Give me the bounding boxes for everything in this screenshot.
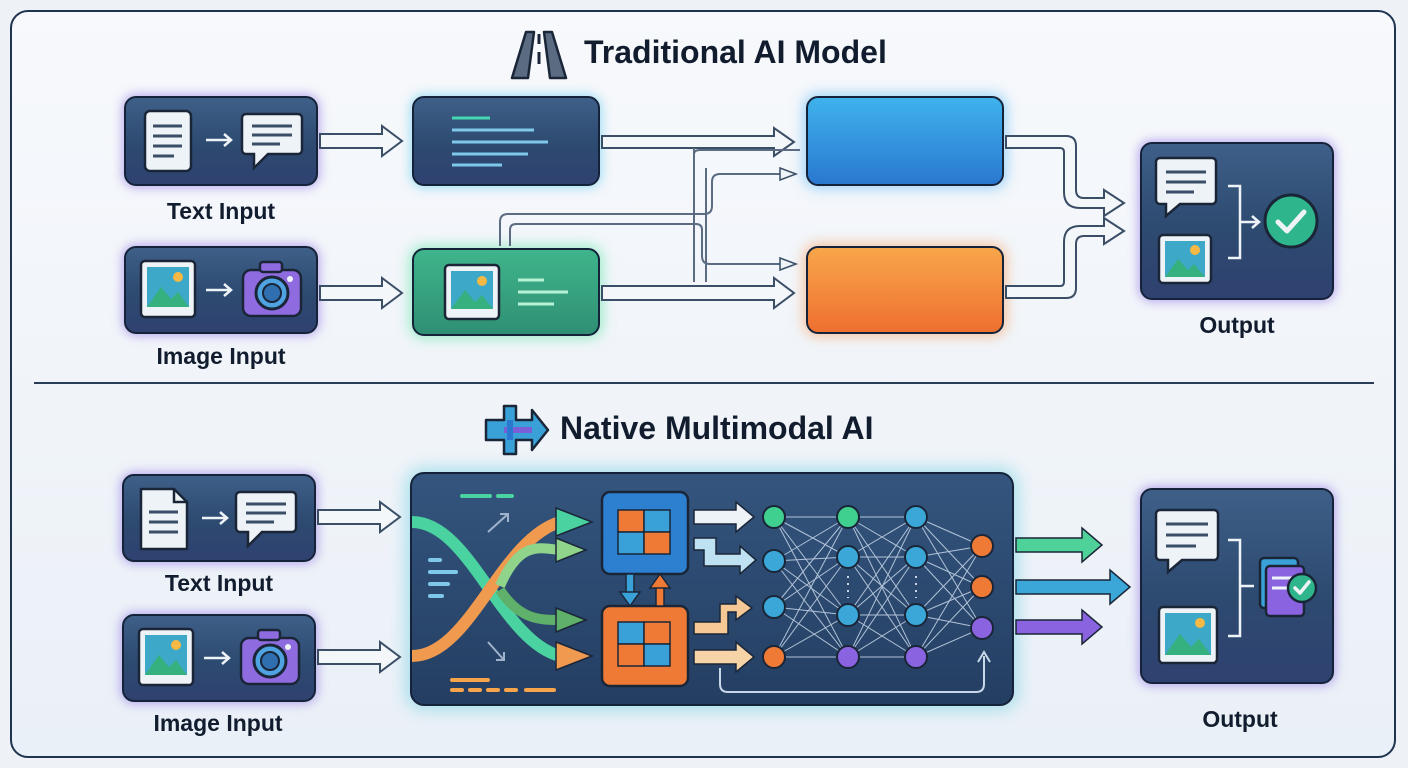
network-edge <box>915 586 983 658</box>
camera-icon <box>239 628 301 686</box>
network-edge <box>773 606 849 616</box>
arrow-right-icon <box>204 651 231 665</box>
native-output-label: Output <box>1202 706 1278 732</box>
network-node <box>836 603 860 627</box>
network-edge <box>773 516 849 658</box>
network-edge <box>773 560 849 658</box>
network-edge <box>773 516 849 562</box>
network-edge <box>773 516 849 558</box>
puzzle-icon <box>617 509 671 667</box>
traditional-output-label: Output <box>1199 312 1275 338</box>
network-edge <box>773 606 849 658</box>
network-node <box>762 505 786 529</box>
network-node <box>904 545 928 569</box>
traditional-title: Traditional AI Model <box>584 34 887 70</box>
image-icon <box>443 263 501 321</box>
network-edge <box>915 627 983 658</box>
network-edge <box>773 516 849 616</box>
image-input-label: Image Input <box>156 343 286 369</box>
arrow-right-icon <box>206 133 233 147</box>
text-lines-icon <box>518 278 568 306</box>
merge-arrow-icon <box>484 404 550 456</box>
chat-bubble-icon <box>1154 508 1220 575</box>
network-node <box>762 595 786 619</box>
check-circle-icon <box>1263 193 1319 249</box>
chat-bubble-icon <box>1154 156 1218 219</box>
arrow-right-icon <box>206 283 233 297</box>
network-edge <box>915 545 983 616</box>
road-icon <box>510 30 568 80</box>
network-node <box>904 505 928 529</box>
network-node <box>904 603 928 627</box>
bracket-connector-icon <box>1228 538 1254 638</box>
section-divider <box>34 382 1374 384</box>
image-icon <box>1157 605 1219 665</box>
network-node <box>904 645 928 669</box>
document-icon <box>139 487 189 551</box>
image-model-module <box>806 246 1004 334</box>
document-check-icon <box>1258 556 1318 618</box>
image-icon <box>1157 233 1213 285</box>
arrow-right-icon <box>202 511 229 525</box>
chat-bubble-icon <box>234 490 298 550</box>
network-node <box>836 545 860 569</box>
camera-icon <box>241 260 303 318</box>
network-edge <box>773 556 849 562</box>
bracket-connector-icon <box>1228 184 1261 260</box>
network-edge <box>773 556 849 608</box>
image-icon <box>137 627 195 687</box>
network-edge <box>773 556 849 658</box>
network-edge <box>915 516 983 547</box>
network-edge <box>773 614 849 658</box>
network-node <box>836 645 860 669</box>
network-edge <box>847 614 917 658</box>
network-node <box>762 549 786 573</box>
chat-bubble-icon <box>240 112 304 172</box>
network-edge <box>847 516 917 558</box>
network-node <box>762 645 786 669</box>
network-edge <box>773 516 849 608</box>
image-icon <box>139 259 197 319</box>
network-node <box>836 505 860 529</box>
native-text-input-label: Text Input <box>164 570 274 596</box>
network-node <box>970 534 994 558</box>
text-input-label: Text Input <box>166 198 276 224</box>
network-node <box>970 616 994 640</box>
network-edge <box>915 545 983 658</box>
native-title: Native Multimodal AI <box>560 410 874 446</box>
network-node <box>970 575 994 599</box>
native-image-input-label: Image Input <box>153 710 283 736</box>
network-edge <box>915 556 983 588</box>
code-lines-icon <box>452 116 548 167</box>
document-icon <box>143 109 193 173</box>
network-edge <box>915 556 983 629</box>
image-encoder-card <box>412 248 600 336</box>
text-model-module <box>806 96 1004 186</box>
network-edge <box>847 516 917 616</box>
network-edge <box>847 516 917 658</box>
network-edge <box>847 556 917 658</box>
